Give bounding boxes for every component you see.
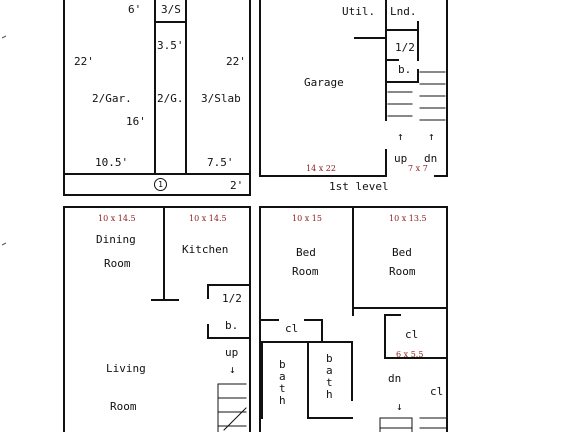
bath1-letter-b: b xyxy=(279,358,286,371)
level-title: 1st level xyxy=(329,180,389,193)
bed1-dimension: 10 x 15 xyxy=(292,214,322,223)
dim-6ft: 6' xyxy=(128,3,142,16)
first-level-walls xyxy=(259,0,448,177)
kitchen-label: Kitchen xyxy=(182,243,229,256)
bed2-label-line2: Room xyxy=(389,265,416,278)
living-label-line1: Living xyxy=(106,362,146,375)
main-level-walls xyxy=(63,206,251,432)
first-stair-up: up xyxy=(394,152,408,165)
bath2-letter-t: t xyxy=(326,376,333,389)
utility-label: Util. xyxy=(342,5,376,18)
upper-level-walls xyxy=(259,206,448,432)
dim-7-5ft: 7.5' xyxy=(207,156,234,169)
label-2-g: 2/G. xyxy=(157,92,184,105)
garage-label: Garage xyxy=(304,76,344,89)
bed1-label-line1: Bed xyxy=(296,246,316,259)
arrow-up-left: ↑ xyxy=(397,130,404,143)
closet-mid-label: cl xyxy=(405,328,419,341)
dining-dimension: 10 x 14.5 xyxy=(98,214,136,223)
garage-dimension: 14 x 22 xyxy=(306,164,336,173)
main-half-bath-label: 1/2 xyxy=(222,292,242,305)
garage-slab-walls xyxy=(63,0,251,196)
dining-label-line1: Dining xyxy=(96,233,136,246)
margin-ticks xyxy=(1,35,7,246)
arrow-up-right: ↑ xyxy=(428,130,435,143)
bed1-label-line2: Room xyxy=(292,265,319,278)
dim-2ft: 2' xyxy=(230,179,244,192)
bath2-letter-h: h xyxy=(326,388,333,401)
label-3s: 3/S xyxy=(161,3,181,16)
label-3-slab: 3/Slab xyxy=(201,92,241,105)
first-stair-dn: dn xyxy=(424,152,438,165)
bath2-letter-a: a xyxy=(326,364,333,377)
bed2-label-line1: Bed xyxy=(392,246,412,259)
dim-22ft-right: 22' xyxy=(226,55,246,68)
first-bath-b-label: b. xyxy=(398,63,412,76)
kitchen-dimension: 10 x 14.5 xyxy=(189,214,227,223)
upper-level-stairs xyxy=(379,417,448,432)
first-level-stairs xyxy=(387,71,446,121)
bath1-letter-h: h xyxy=(279,394,286,407)
bath1-letter-t: t xyxy=(279,382,286,395)
laundry-label: Lnd. xyxy=(390,5,417,18)
marker-1: 1 xyxy=(154,178,167,191)
label-2-gar: 2/Gar. xyxy=(92,92,132,105)
main-bath-b-label: b. xyxy=(225,319,239,332)
bath1-letter-a: a xyxy=(279,370,286,383)
dim-3-5ft: 3.5' xyxy=(157,39,184,52)
dim-16ft: 16' xyxy=(126,115,146,128)
main-stair-up: up xyxy=(225,346,239,359)
main-level-stairs xyxy=(217,383,247,432)
bath2-letter-b: b xyxy=(326,352,333,365)
bed2-dimension: 10 x 13.5 xyxy=(389,214,427,223)
dim-22ft-left: 22' xyxy=(74,55,94,68)
main-arrow-down: ↓ xyxy=(229,363,236,376)
living-label-line2: Room xyxy=(110,400,137,413)
first-half-bath-label: 1/2 xyxy=(395,41,415,54)
closet-dimension: 6 x 5.5 xyxy=(396,350,424,359)
dining-label-line2: Room xyxy=(104,257,131,270)
upper-arrow-down: ↓ xyxy=(396,400,403,413)
dim-10-5ft: 10.5' xyxy=(95,156,129,169)
closet-right-label: cl xyxy=(430,385,444,398)
stair-dimension: 7 x 7 xyxy=(408,164,428,173)
upper-stair-dn: dn xyxy=(388,372,402,385)
closet-left-label: cl xyxy=(285,322,299,335)
